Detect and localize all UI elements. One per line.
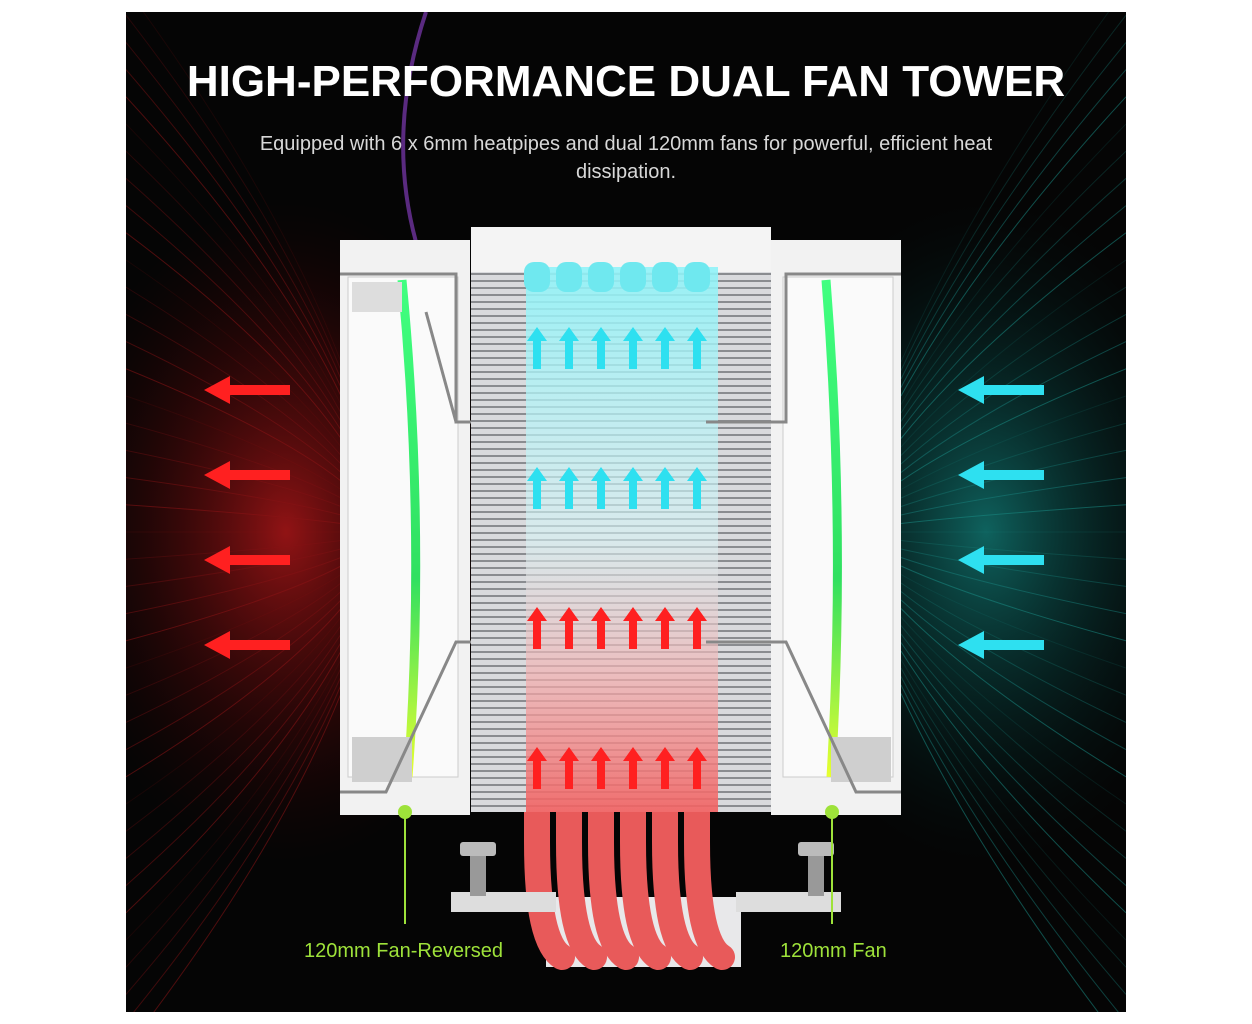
up-arrow-icon	[623, 747, 643, 789]
up-arrow-icon	[559, 327, 579, 369]
fan-clip-right	[706, 272, 901, 424]
heatpipe	[556, 789, 607, 970]
up-arrow-icon	[655, 327, 675, 369]
up-arrow-icon	[623, 467, 643, 509]
cooler-illustration	[126, 12, 1126, 1012]
up-arrow-icon	[527, 607, 547, 649]
up-arrow-icon	[559, 607, 579, 649]
left-arrow-icon	[204, 546, 290, 574]
mounting-screw-right	[736, 842, 841, 912]
left-arrow-icon	[958, 631, 1044, 659]
left-arrow-icon	[958, 461, 1044, 489]
heat-core	[526, 267, 718, 812]
up-arrow-icon	[527, 327, 547, 369]
right-fan	[771, 240, 901, 815]
up-arrow-icon	[655, 607, 675, 649]
left-arrow-icon	[958, 376, 1044, 404]
left-arrow-icon	[204, 631, 290, 659]
airflow-arrows-internal	[527, 327, 707, 789]
up-arrow-icon	[655, 467, 675, 509]
up-arrow-icon	[687, 327, 707, 369]
product-banner: HIGH-PERFORMANCE DUAL FAN TOWER Equipped…	[126, 12, 1126, 1012]
purple-swoosh	[401, 12, 428, 243]
left-arrow-icon	[204, 461, 290, 489]
up-arrow-icon	[591, 467, 611, 509]
left-arrow-icon	[204, 376, 290, 404]
heatpipe	[652, 789, 703, 970]
up-arrow-icon	[591, 747, 611, 789]
left-arrow-icon	[958, 546, 1044, 574]
up-arrow-icon	[591, 607, 611, 649]
heatpipe	[588, 789, 639, 970]
heatpipe	[620, 789, 671, 970]
up-arrow-icon	[687, 467, 707, 509]
fan-clip-left	[340, 272, 471, 424]
up-arrow-icon	[527, 747, 547, 789]
heatpipe-tops	[524, 262, 710, 292]
airflow-arrows	[204, 376, 1044, 659]
left-fan-label: 120mm Fan-Reversed	[304, 940, 503, 962]
page-title: HIGH-PERFORMANCE DUAL FAN TOWER	[186, 57, 1066, 106]
mounting-screw-left	[451, 842, 556, 912]
up-arrow-icon	[623, 327, 643, 369]
up-arrow-icon	[559, 747, 579, 789]
heatpipes	[524, 789, 735, 970]
up-arrow-icon	[687, 747, 707, 789]
up-arrow-icon	[623, 607, 643, 649]
up-arrow-icon	[687, 607, 707, 649]
right-fan-label: 120mm Fan	[780, 940, 887, 962]
up-arrow-icon	[527, 467, 547, 509]
left-fan	[340, 240, 470, 815]
up-arrow-icon	[559, 467, 579, 509]
heatpipe	[684, 789, 735, 970]
subtitle: Equipped with 6 x 6mm heatpipes and dual…	[259, 133, 993, 183]
up-arrow-icon	[655, 747, 675, 789]
up-arrow-icon	[591, 327, 611, 369]
heatpipe	[524, 789, 575, 970]
